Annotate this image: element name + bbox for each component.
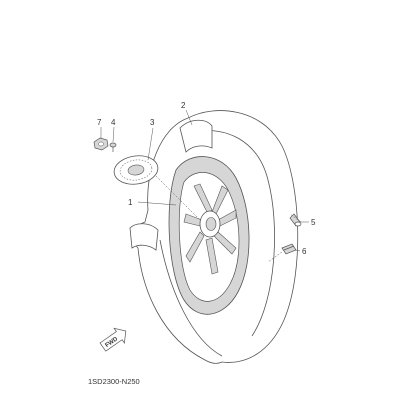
- disc-bolt[interactable]: [109, 142, 117, 152]
- callout-3: 3: [150, 118, 155, 127]
- callout-2: 2: [181, 101, 186, 110]
- balance-weight[interactable]: [281, 243, 297, 255]
- callout-labels: 1 2 3 4 5 6 7: [97, 101, 316, 256]
- tire-valve[interactable]: [289, 213, 302, 227]
- callout-7: 7: [97, 118, 102, 127]
- wheel-spokes: [183, 183, 237, 275]
- callout-4: 4: [111, 118, 116, 127]
- axle-nut[interactable]: [93, 137, 109, 151]
- leader-lines: [100, 109, 309, 263]
- callout-6: 6: [302, 247, 307, 256]
- forward-arrow: FWD: [99, 327, 127, 352]
- tire-cutaway-left: [129, 223, 159, 251]
- wheel-hub-bore: [205, 217, 217, 231]
- callout-5: 5: [311, 218, 316, 227]
- diagram-reference-code: 1SD2300-N250: [88, 377, 140, 386]
- wheel-rim[interactable]: [168, 156, 250, 315]
- callout-1: 1: [128, 198, 133, 207]
- tire-cutaway-top: [179, 119, 213, 153]
- brake-disc[interactable]: [112, 153, 159, 187]
